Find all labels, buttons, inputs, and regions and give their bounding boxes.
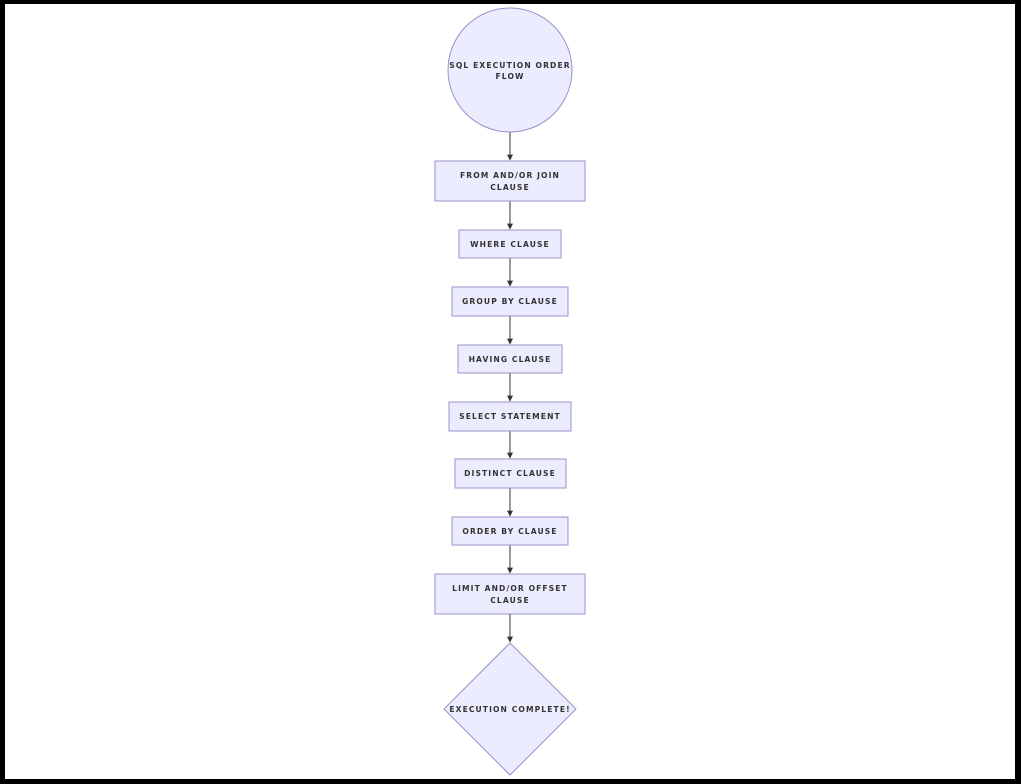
step-select: SELECT STATEMENT [448, 401, 572, 432]
start-node: SQL EXECUTION ORDER FLOW [447, 7, 573, 133]
step-limit-offset: LIMIT AND/OR OFFSET CLAUSE [434, 573, 586, 615]
end-diamond [443, 642, 577, 776]
step-label: HAVING CLAUSE [469, 355, 552, 364]
step-box [434, 160, 586, 202]
step-box [457, 344, 563, 374]
step-label: DISTINCT CLAUSE [464, 469, 556, 478]
step-from-join: FROM AND/OR JOIN CLAUSE [434, 160, 586, 202]
step-label-line-2: CLAUSE [490, 183, 529, 192]
end-label: EXECUTION COMPLETE! [449, 705, 570, 714]
start-label-line-2: FLOW [496, 72, 525, 81]
step-having: HAVING CLAUSE [457, 344, 563, 374]
step-where: WHERE CLAUSE [458, 229, 562, 259]
step-label-line-1: FROM AND/OR JOIN [460, 171, 560, 180]
step-label: ORDER BY CLAUSE [462, 527, 557, 536]
step-label-line-1: LIMIT AND/OR OFFSET [452, 584, 568, 593]
step-order-by: ORDER BY CLAUSE [451, 516, 569, 546]
start-circle [447, 7, 573, 133]
step-box [451, 516, 569, 546]
step-box [434, 573, 586, 615]
step-label: WHERE CLAUSE [470, 240, 550, 249]
step-label-line-2: CLAUSE [490, 596, 529, 605]
step-box [448, 401, 572, 432]
step-label: SELECT STATEMENT [459, 412, 561, 421]
end-node: EXECUTION COMPLETE! [443, 642, 577, 776]
step-box [454, 458, 567, 489]
step-box [451, 286, 569, 317]
step-group-by: GROUP BY CLAUSE [451, 286, 569, 317]
step-box [458, 229, 562, 259]
step-label: GROUP BY CLAUSE [462, 297, 558, 306]
start-label-line-1: SQL EXECUTION ORDER [449, 61, 570, 70]
step-distinct: DISTINCT CLAUSE [454, 458, 567, 489]
